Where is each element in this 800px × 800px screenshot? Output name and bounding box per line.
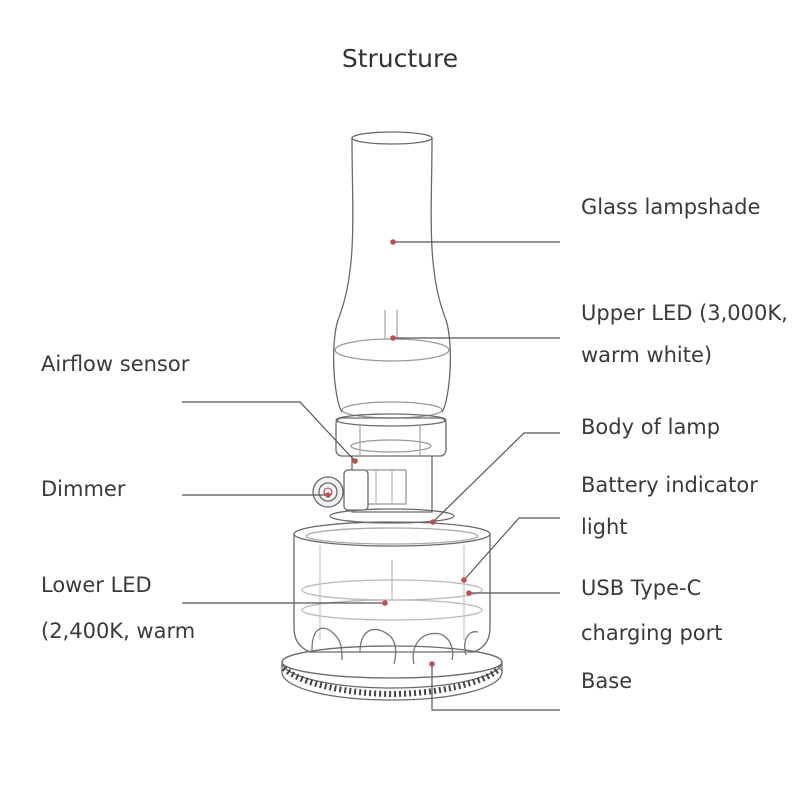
label-battery-indicator-line2: light [581, 515, 628, 539]
collar-ring-shape [335, 413, 447, 457]
label-body-of-lamp: Body of lamp [581, 415, 721, 439]
label-airflow-sensor: Airflow sensor [41, 352, 190, 376]
dot-airflow-sensor [352, 458, 358, 464]
dot-body-of-lamp [430, 519, 436, 525]
label-usb-line2: charging port [581, 621, 723, 645]
base-ring-shape [281, 645, 503, 701]
base-body-shape [293, 521, 491, 665]
label-usb-line1: USB Type-C [581, 576, 702, 600]
label-glass-lampshade: Glass lampshade [581, 195, 761, 219]
dot-base [429, 661, 435, 667]
dot-lower-led [382, 600, 388, 606]
leader-body-of-lamp [432, 432, 560, 523]
label-dimmer: Dimmer [41, 477, 126, 501]
label-lower-led-line2: (2,400K, warm [41, 619, 196, 643]
dimmer-knob-shape [312, 469, 369, 511]
lamp-illustration [281, 131, 503, 701]
glass-lampshade-shape [332, 131, 452, 419]
dot-glass-lampshade [390, 239, 396, 245]
label-battery-indicator-line1: Battery indicator [581, 473, 758, 497]
label-lower-led-line1: Lower LED [41, 573, 152, 597]
dot-dimmer [325, 492, 331, 498]
dot-usb [466, 590, 472, 596]
leader-airflow-sensor [182, 401, 356, 462]
leader-battery-indicator [463, 517, 560, 581]
leader-lines [182, 241, 560, 711]
dot-battery-indicator [461, 577, 467, 583]
dot-upper-led [390, 335, 396, 341]
pointer-dots [325, 239, 472, 667]
leader-base [431, 664, 560, 711]
label-upper-led-line1: Upper LED (3,000K, [581, 301, 788, 325]
label-base: Base [581, 669, 633, 693]
label-upper-led-line2: warm white) [581, 343, 713, 367]
diagram-title: Structure [341, 44, 459, 73]
